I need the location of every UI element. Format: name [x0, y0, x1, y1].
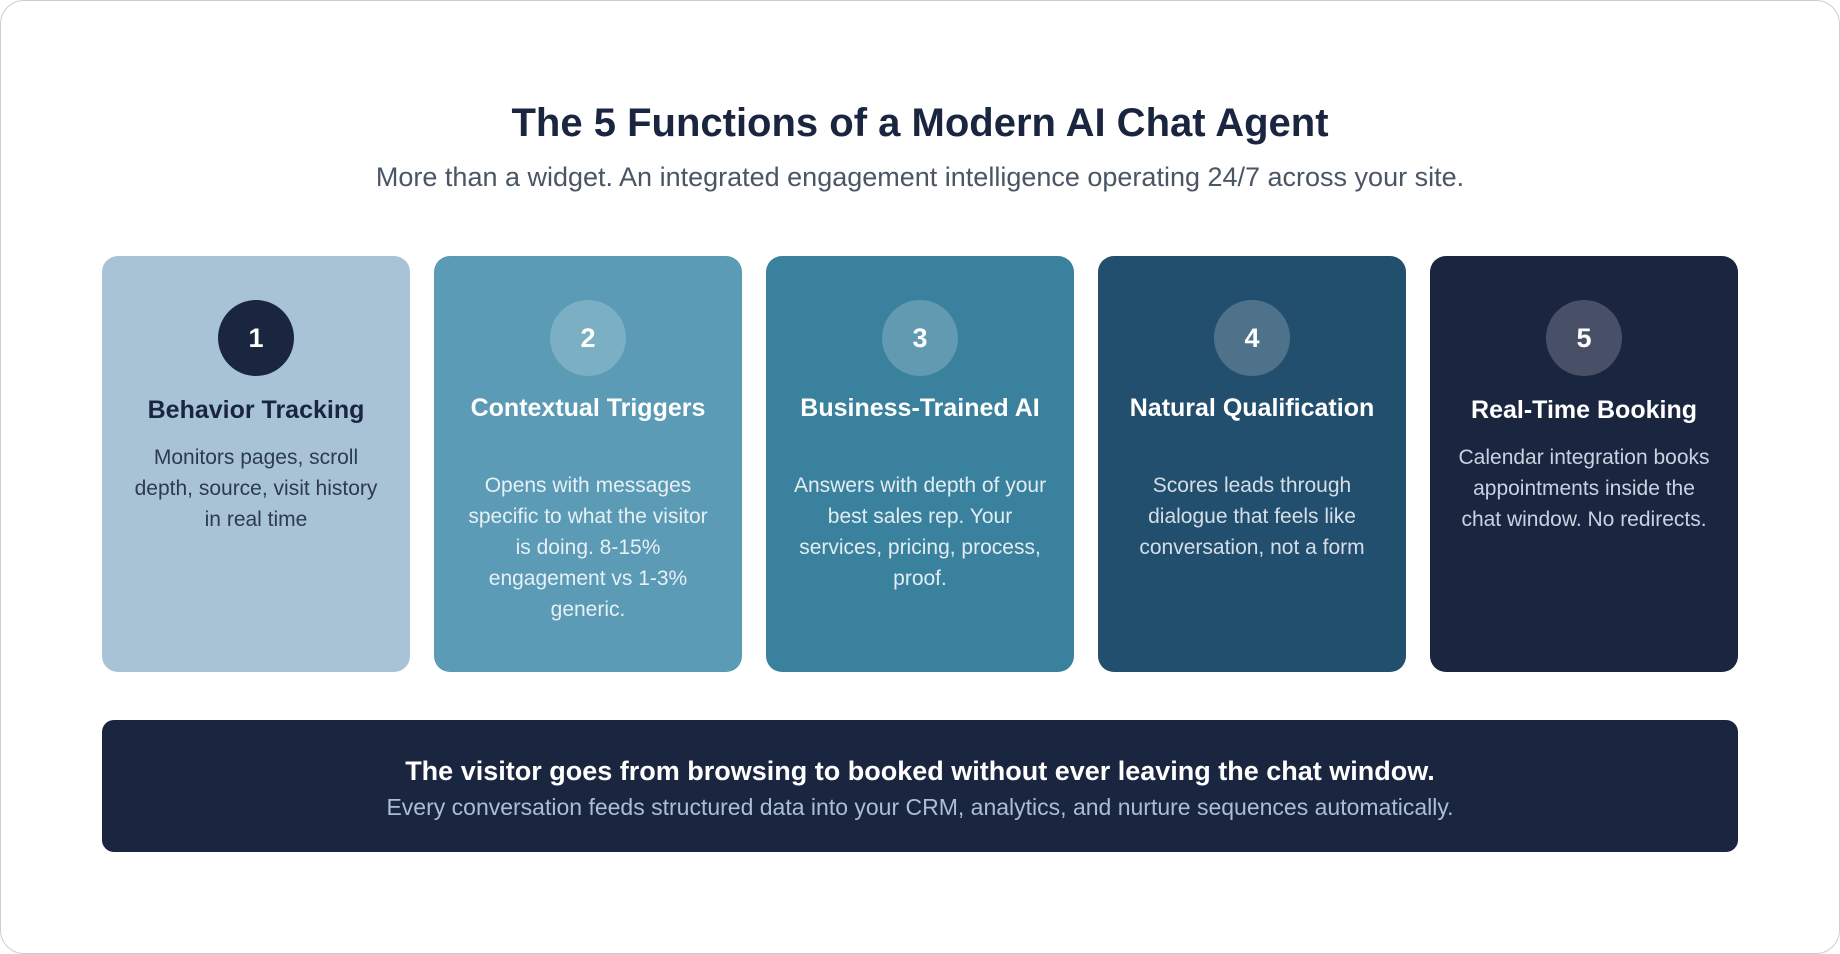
function-card-1: 1 Behavior Tracking Monitors pages, scro…: [102, 256, 410, 672]
function-description: Scores leads through dialogue that feels…: [1139, 474, 1365, 559]
function-title: Real-Time Booking: [1471, 396, 1697, 424]
summary-headline: The visitor goes from browsing to booked…: [405, 756, 1435, 786]
function-title: Contextual Triggers: [470, 394, 706, 422]
function-card-4: 4 Natural Qualification Scores leads thr…: [1098, 256, 1406, 672]
function-cards: 1 Behavior Tracking Monitors pages, scro…: [102, 256, 1738, 672]
function-description: Answers with depth of your best sales re…: [793, 474, 1047, 590]
summary-banner: The visitor goes from browsing to booked…: [102, 720, 1738, 852]
function-title: Behavior Tracking: [147, 396, 365, 424]
step-badge: 1: [218, 300, 294, 376]
step-badge: 5: [1546, 300, 1622, 376]
function-title: Business-Trained AI: [800, 394, 1040, 422]
function-description: Opens with messages specific to what the…: [468, 474, 708, 621]
page-title: The 5 Functions of a Modern AI Chat Agen…: [511, 101, 1329, 145]
function-description: Calendar integration books appointments …: [1458, 446, 1710, 531]
step-badge: 3: [882, 300, 958, 376]
function-title: Natural Qualification: [1129, 394, 1375, 422]
step-badge: 2: [550, 300, 626, 376]
function-card-2: 2 Contextual Triggers Opens with message…: [434, 256, 742, 672]
function-card-3: 3 Business-Trained AI Answers with depth…: [766, 256, 1074, 672]
step-badge: 4: [1214, 300, 1290, 376]
page-subtitle: More than a widget. An integrated engage…: [375, 162, 1465, 192]
summary-text: Every conversation feeds structured data…: [386, 794, 1454, 820]
function-card-5: 5 Real-Time Booking Calendar integration…: [1430, 256, 1738, 672]
function-description: Monitors pages, scroll depth, source, vi…: [134, 446, 378, 531]
